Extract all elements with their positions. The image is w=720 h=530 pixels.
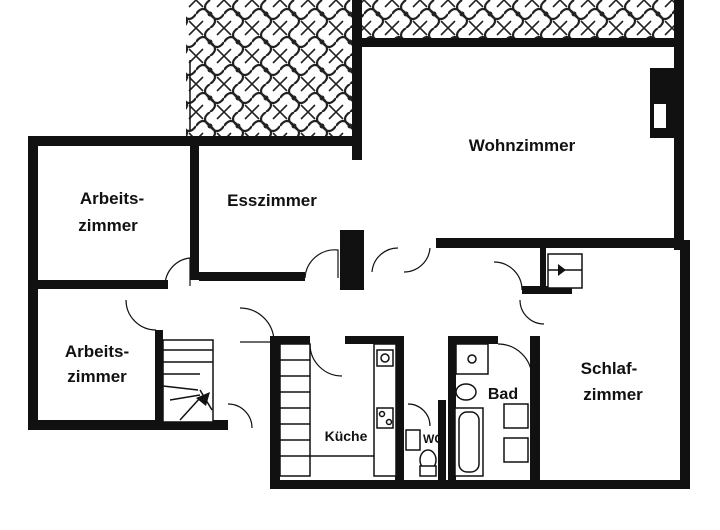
terrace xyxy=(186,0,674,136)
label-schlafzimmer-line1: Schlaf- xyxy=(581,359,638,378)
label-bad: Bad xyxy=(488,386,518,403)
label-schlafzimmer-line2: zimmer xyxy=(583,385,643,404)
windows xyxy=(32,42,687,485)
label-arbeitszimmer-top-line2: zimmer xyxy=(78,216,138,235)
closet xyxy=(547,253,583,289)
bath-fixtures xyxy=(454,343,529,477)
label-wc: WC xyxy=(423,432,443,446)
label-kueche: Küche xyxy=(325,428,368,444)
label-arbeitszimmer-top-line1: Arbeits- xyxy=(80,189,144,208)
doors xyxy=(125,247,545,429)
label-arbeitszimmer-bottom-line1: Arbeits- xyxy=(65,342,129,361)
staircase xyxy=(162,339,214,423)
label-arbeitszimmer-bottom-line2: zimmer xyxy=(67,367,127,386)
label-wohnzimmer: Wohnzimmer xyxy=(469,136,576,155)
kitchen-counters xyxy=(279,343,397,477)
walls xyxy=(28,0,690,489)
label-esszimmer: Esszimmer xyxy=(227,191,317,210)
wc-fixtures xyxy=(405,429,437,477)
